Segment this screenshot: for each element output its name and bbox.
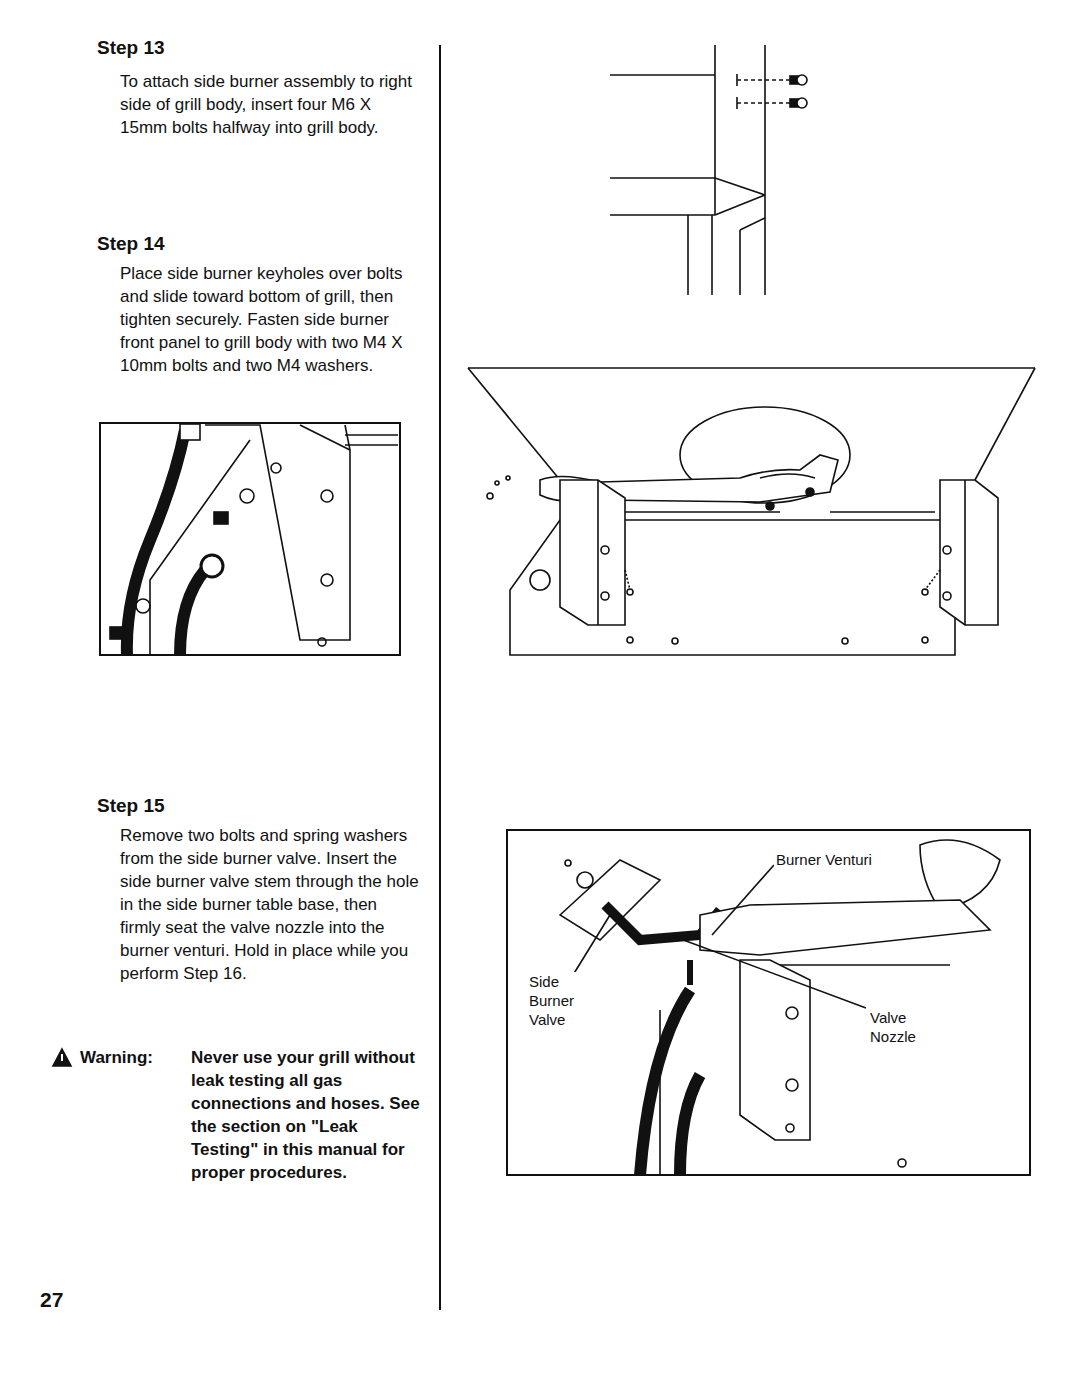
step-heading: Step 13 [97,36,397,59]
callout-label: Valve Nozzle [868,1008,942,1046]
step-heading: Step 14 [97,232,397,255]
step-heading: Step 15 [97,794,397,817]
valve-closeup-right [507,830,1030,1175]
page-number: 27 [40,1288,100,1311]
step-text: Remove two bolts and spring washers from… [120,824,420,985]
grill-body-corner [610,45,807,295]
warning-label: Warning: [80,1046,190,1069]
step-text: To attach side burner assembly to right … [120,70,420,139]
step-text: Place side burner keyholes over bolts an… [120,262,420,377]
warning-text: Never use your grill without leak testin… [191,1046,421,1184]
valve-closeup-left [100,423,400,655]
side-burner-assembly [468,368,1035,655]
callout-label: Side Burner Valve [527,972,593,1029]
warning-icon [53,1049,71,1066]
callout-label: Burner Venturi [774,850,918,869]
